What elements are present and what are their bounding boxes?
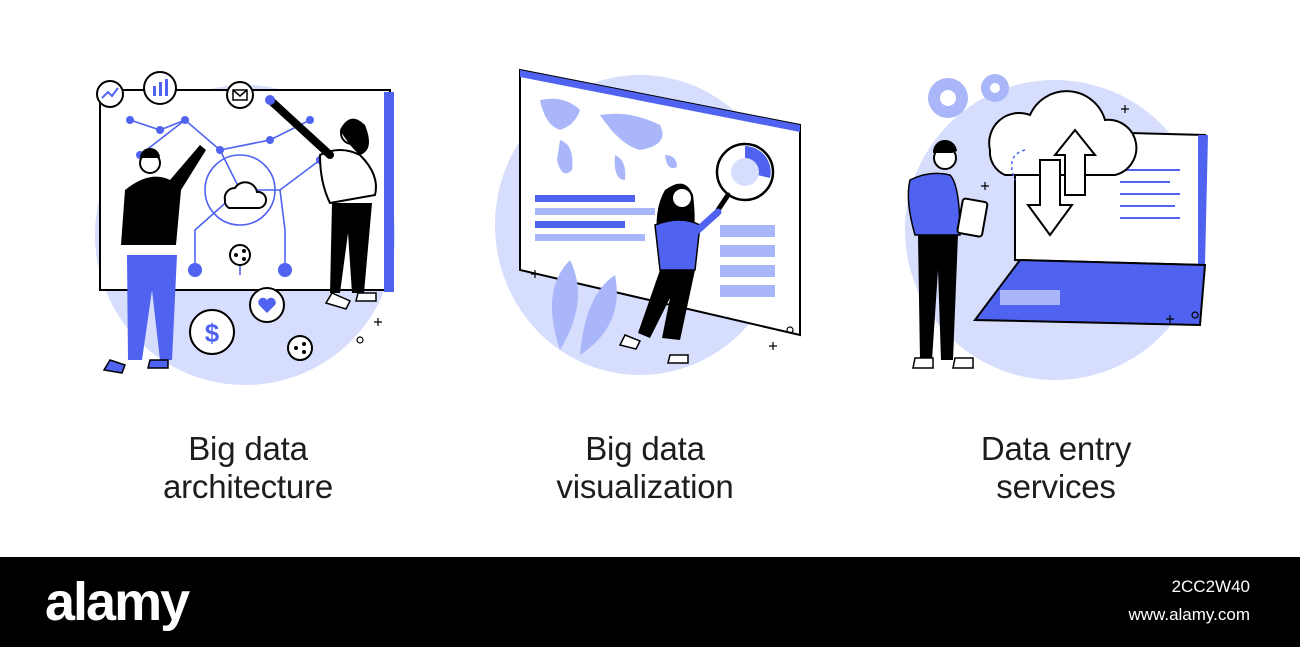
dollar-icon: $	[189, 309, 235, 355]
heart-icon	[249, 287, 285, 323]
woman-figure	[265, 95, 377, 310]
screen-top-bar	[520, 70, 800, 132]
illustration-big-data-architecture: $	[70, 60, 430, 390]
man-figure	[102, 145, 206, 374]
illustration-data-entry-services	[880, 60, 1240, 390]
watermark-footer: alamy 2CC2W40 www.alamy.com	[0, 557, 1300, 647]
data-entry-services-illustration	[905, 74, 1208, 380]
share-icon	[229, 244, 251, 266]
magnifier-icon	[715, 142, 775, 213]
caption-data-entry-services: Data entry services	[876, 430, 1236, 506]
gear-icon	[928, 74, 1009, 118]
cloud-sync-icon	[988, 90, 1138, 237]
illustration-big-data-visualization	[470, 60, 830, 390]
line-chart-icon	[96, 80, 124, 108]
tablet-icon	[956, 197, 989, 238]
caption-line: visualization	[556, 468, 734, 505]
leaf-icon	[552, 260, 617, 355]
caption-line: architecture	[162, 468, 333, 505]
brand-logo: alamy	[45, 572, 190, 632]
share-icon-bottom	[287, 335, 313, 361]
mail-icon	[226, 81, 254, 109]
board-edge	[384, 92, 394, 292]
sparkles	[356, 318, 382, 344]
data-bars	[535, 195, 775, 297]
world-map-icon	[540, 98, 677, 180]
caption-line: Big data	[585, 430, 705, 467]
man-figure	[907, 139, 989, 369]
sparkles	[531, 270, 794, 350]
sparkles	[981, 105, 1199, 323]
network-nodes	[126, 116, 324, 277]
bar-chart-icon	[143, 71, 177, 105]
big-data-visualization-illustration	[495, 68, 801, 375]
site-url: www.alamy.com	[1128, 605, 1250, 624]
big-data-architecture-illustration: $	[95, 71, 395, 385]
caption-big-data-visualization: Big data visualization	[465, 430, 825, 506]
caption-line: services	[996, 468, 1116, 505]
caption-big-data-architecture: Big data architecture	[68, 430, 428, 506]
svg-text:$: $	[205, 318, 220, 348]
image-id: 2CC2W40	[1171, 577, 1250, 596]
woman-figure	[618, 183, 722, 364]
caption-line: Big data	[188, 430, 308, 467]
cloud-icon	[223, 181, 268, 209]
caption-line: Data entry	[980, 430, 1132, 467]
